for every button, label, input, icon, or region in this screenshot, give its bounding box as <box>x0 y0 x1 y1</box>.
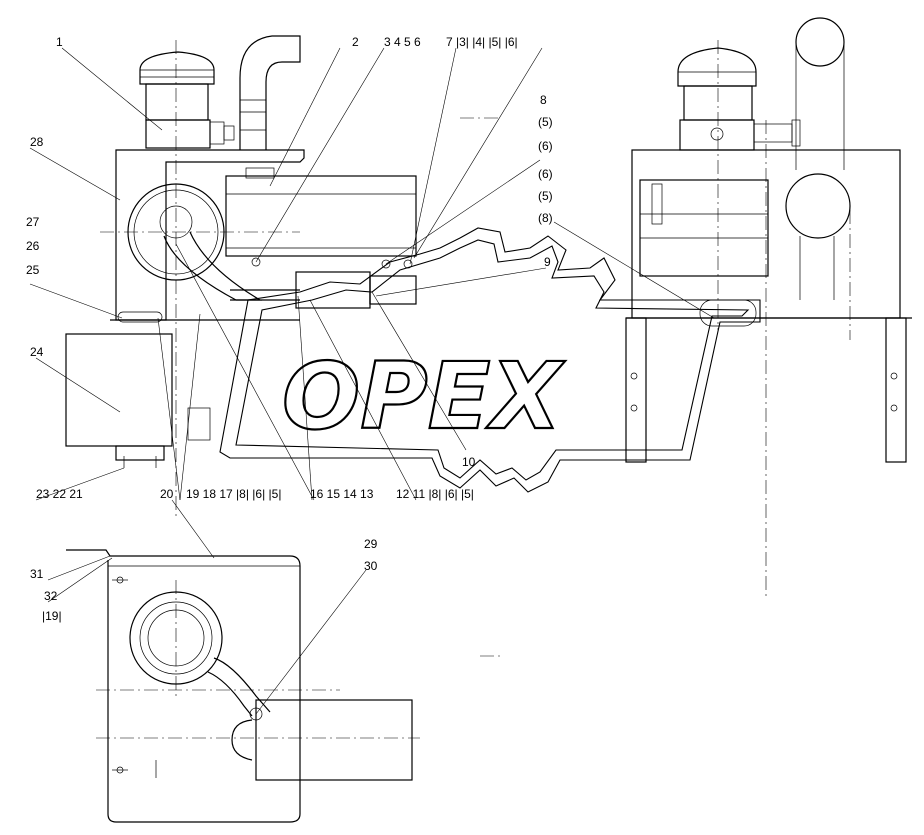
side-view <box>625 17 912 600</box>
watermark-text: OPEX <box>282 343 565 450</box>
callout-8: 8 <box>540 93 547 107</box>
callout-paren-6a: (6) <box>538 139 553 153</box>
callout-20: 20 <box>160 487 174 501</box>
callout-paren-5b: (5) <box>538 189 553 203</box>
callout-1: 1 <box>56 35 63 49</box>
callout-19-boxed: |19| <box>42 609 62 623</box>
callout-28: 28 <box>30 135 44 149</box>
callout-26: 26 <box>26 239 40 253</box>
callout-25: 25 <box>26 263 40 277</box>
callout-2: 2 <box>352 35 359 49</box>
callout-10: 10 <box>462 455 476 469</box>
callout-labels: 1 2 3 4 5 6 7 |3| |4| |5| |6| 8 (5) (6) … <box>26 35 553 623</box>
callout-paren-6b: (6) <box>538 167 553 181</box>
callout-19-18-17: 19 18 17 |8| |6| |5| <box>186 487 281 501</box>
callout-paren-5a: (5) <box>538 115 553 129</box>
opex-watermark: OPEX <box>219 227 761 493</box>
callout-16-15-14-13: 16 15 14 13 <box>310 487 374 501</box>
callout-12-11: 12 11 |8| |6| |5| <box>396 487 474 501</box>
callout-30: 30 <box>364 559 378 573</box>
front-view <box>65 35 500 520</box>
leader-lines <box>29 47 715 715</box>
callout-24: 24 <box>30 345 44 359</box>
callout-7: 7 |3| |4| |5| |6| <box>446 35 518 49</box>
callout-23-22-21: 23 22 21 <box>36 487 83 501</box>
callout-27: 27 <box>26 215 40 229</box>
callout-32: 32 <box>44 589 58 603</box>
callout-paren-8: (8) <box>538 211 553 225</box>
plan-view <box>66 549 500 823</box>
callout-9: 9 <box>544 255 551 269</box>
callout-29: 29 <box>364 537 378 551</box>
callout-3-4-5-6: 3 4 5 6 <box>384 35 421 49</box>
callout-31: 31 <box>30 567 44 581</box>
